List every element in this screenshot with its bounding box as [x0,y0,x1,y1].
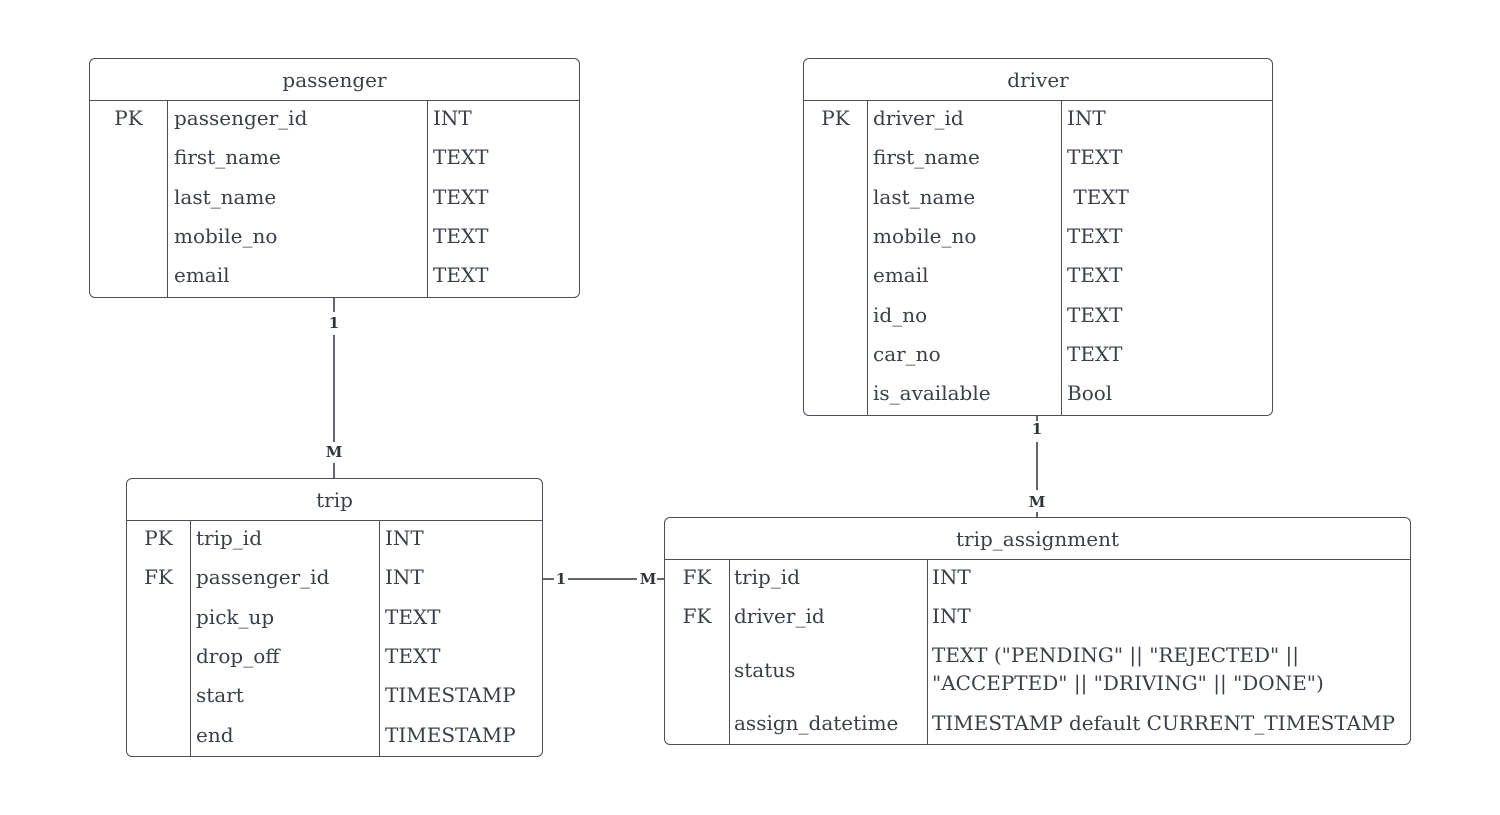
field-name: status [734,658,796,682]
field-name: mobile_no [873,224,977,248]
entity-title: passenger [90,59,579,101]
field-name: driver_id [734,604,825,628]
entity-body: PK trip_id INT FK passenger_id INT pick_… [127,521,542,756]
entity-trip[interactable]: trip PK trip_id INT FK passenger_id INT … [126,478,543,757]
driver-assignment-card-many: M [1029,493,1046,511]
field-name: is_available [873,381,991,405]
field-type: Bool [1067,381,1113,405]
field-type: TEXT [1067,263,1123,287]
key-cell: FK [144,565,173,589]
field-name: drop_off [196,644,280,668]
trip-assignment-card-many: M [640,570,657,588]
field-type: TEXT [1067,224,1123,248]
entity-body: PK driver_id INT first_name TEXT last_na… [804,101,1272,415]
field-name: id_no [873,303,928,327]
column-divider [867,101,868,415]
column-divider [379,521,380,756]
field-name: email [873,263,929,287]
field-type: INT [433,106,472,130]
entity-body: FK trip_id INT FK driver_id INT status T… [665,560,1410,744]
column-divider [427,101,428,297]
column-divider [729,560,730,744]
column-divider [190,521,191,756]
field-name: first_name [174,145,281,169]
field-name: end [196,723,234,747]
field-type: INT [932,604,971,628]
field-name: trip_id [734,565,800,589]
field-type: TEXT [1067,342,1123,366]
field-type: TEXT [433,185,489,209]
entity-body: PK passenger_id INT first_name TEXT last… [90,101,579,297]
driver-assignment-card-one: 1 [1032,420,1042,438]
field-name: trip_id [196,526,262,550]
field-type: INT [932,565,971,589]
field-name: last_name [174,185,277,209]
field-type: INT [1067,106,1106,130]
field-name: driver_id [873,106,964,130]
field-name: passenger_id [174,106,308,130]
field-name: start [196,683,244,707]
key-cell: FK [682,604,712,628]
entity-driver[interactable]: driver PK driver_id INT first_name TEXT … [803,58,1273,416]
field-name: last_name [873,185,976,209]
field-type: TEXT [433,263,489,287]
field-type-continued: "ACCEPTED" || "DRIVING" || "DONE") [932,671,1324,695]
field-type: TEXT [1067,185,1129,209]
column-divider [927,560,928,744]
field-type: TEXT [433,224,489,248]
entity-trip-assignment[interactable]: trip_assignment FK trip_id INT FK driver… [664,517,1411,745]
field-type: TEXT ("PENDING" || "REJECTED" || [932,643,1300,667]
field-type: TIMESTAMP default CURRENT_TIMESTAMP [932,711,1395,735]
field-type: INT [385,565,424,589]
key-cell: FK [682,565,712,589]
field-name: pick_up [196,605,275,629]
key-cell: PK [821,106,850,130]
field-name: car_no [873,342,941,366]
field-type: INT [385,526,424,550]
key-cell: PK [114,106,143,130]
column-divider [1061,101,1062,415]
entity-title: trip [127,479,542,521]
entity-title: trip_assignment [665,518,1410,560]
field-type: TEXT [385,605,441,629]
field-type: TEXT [1067,303,1123,327]
field-name: passenger_id [196,565,330,589]
field-type: TEXT [433,145,489,169]
field-type: TIMESTAMP [385,723,516,747]
field-type: TEXT [1067,145,1123,169]
field-type: TEXT [385,644,441,668]
trip-assignment-card-one: 1 [556,570,566,588]
field-name: first_name [873,145,980,169]
field-name: mobile_no [174,224,278,248]
field-name: email [174,263,230,287]
field-name: assign_datetime [734,711,899,735]
key-cell: PK [144,526,173,550]
passenger-trip-card-many: M [326,443,343,461]
passenger-trip-card-one: 1 [329,314,339,332]
column-divider [167,101,168,297]
entity-title: driver [804,59,1272,101]
field-type: TIMESTAMP [385,683,516,707]
entity-passenger[interactable]: passenger PK passenger_id INT first_name… [89,58,580,298]
